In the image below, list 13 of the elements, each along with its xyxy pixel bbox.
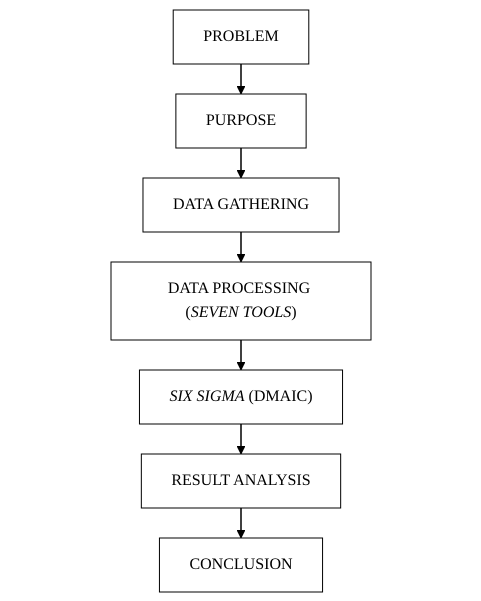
node-box: SIX SIGMA (DMAIC) bbox=[138, 369, 343, 424]
node-box: DATA PROCESSING (SEVEN TOOLS) bbox=[110, 261, 371, 340]
node-box: RESULT ANALYSIS bbox=[140, 453, 341, 508]
node-box: CONCLUSION bbox=[158, 537, 323, 592]
arrow bbox=[236, 64, 245, 94]
node-box: DATA GATHERING bbox=[142, 177, 340, 232]
arrow bbox=[236, 340, 245, 370]
arrow bbox=[236, 424, 245, 454]
arrow bbox=[236, 508, 245, 538]
arrow bbox=[236, 232, 245, 262]
node-box: PROBLEM bbox=[172, 9, 309, 64]
node-box: PURPOSE bbox=[174, 93, 306, 148]
arrow bbox=[236, 148, 245, 178]
